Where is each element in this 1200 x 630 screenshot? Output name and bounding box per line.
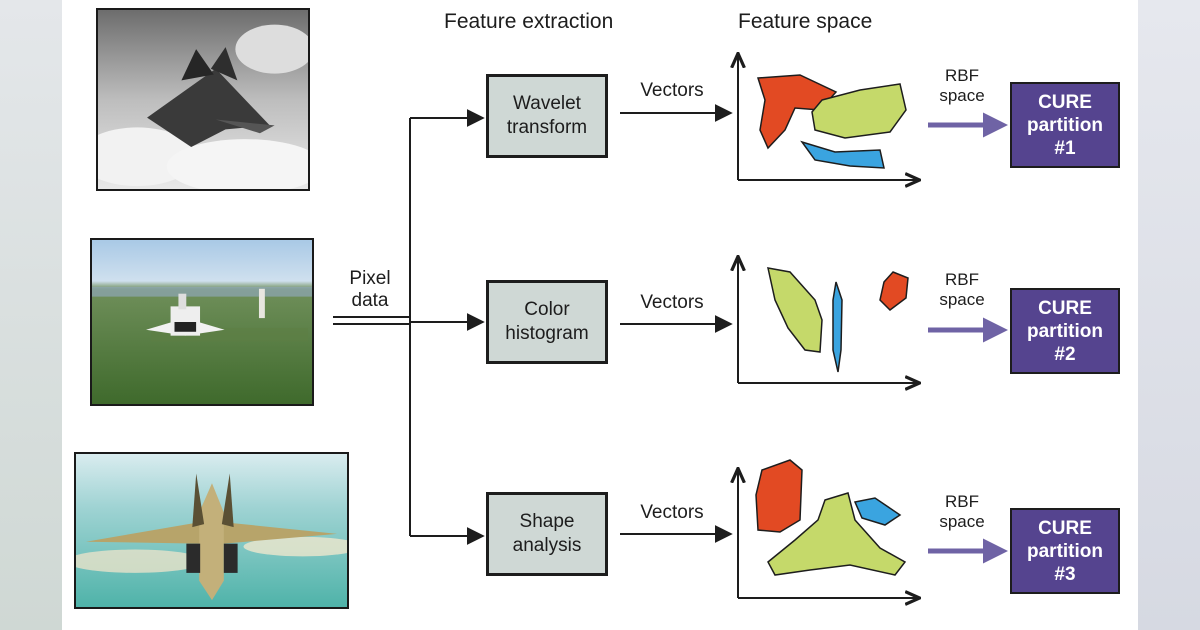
heading-feature-extraction: Feature extraction — [444, 10, 614, 33]
heading-feature-space: Feature space — [738, 10, 873, 33]
photo-fighter-over-sea — [74, 452, 349, 609]
photo-shuttle-landing — [90, 238, 314, 406]
left-margin — [0, 0, 62, 630]
vectors-label-3: Vectors — [640, 502, 704, 523]
vectors-label-1: Vectors — [640, 80, 704, 101]
right-margin — [1138, 0, 1200, 630]
pixel-data-label: Pixel data — [349, 268, 391, 311]
photo-grayscale-jet — [96, 8, 310, 191]
vectors-label-2: Vectors — [640, 292, 704, 313]
